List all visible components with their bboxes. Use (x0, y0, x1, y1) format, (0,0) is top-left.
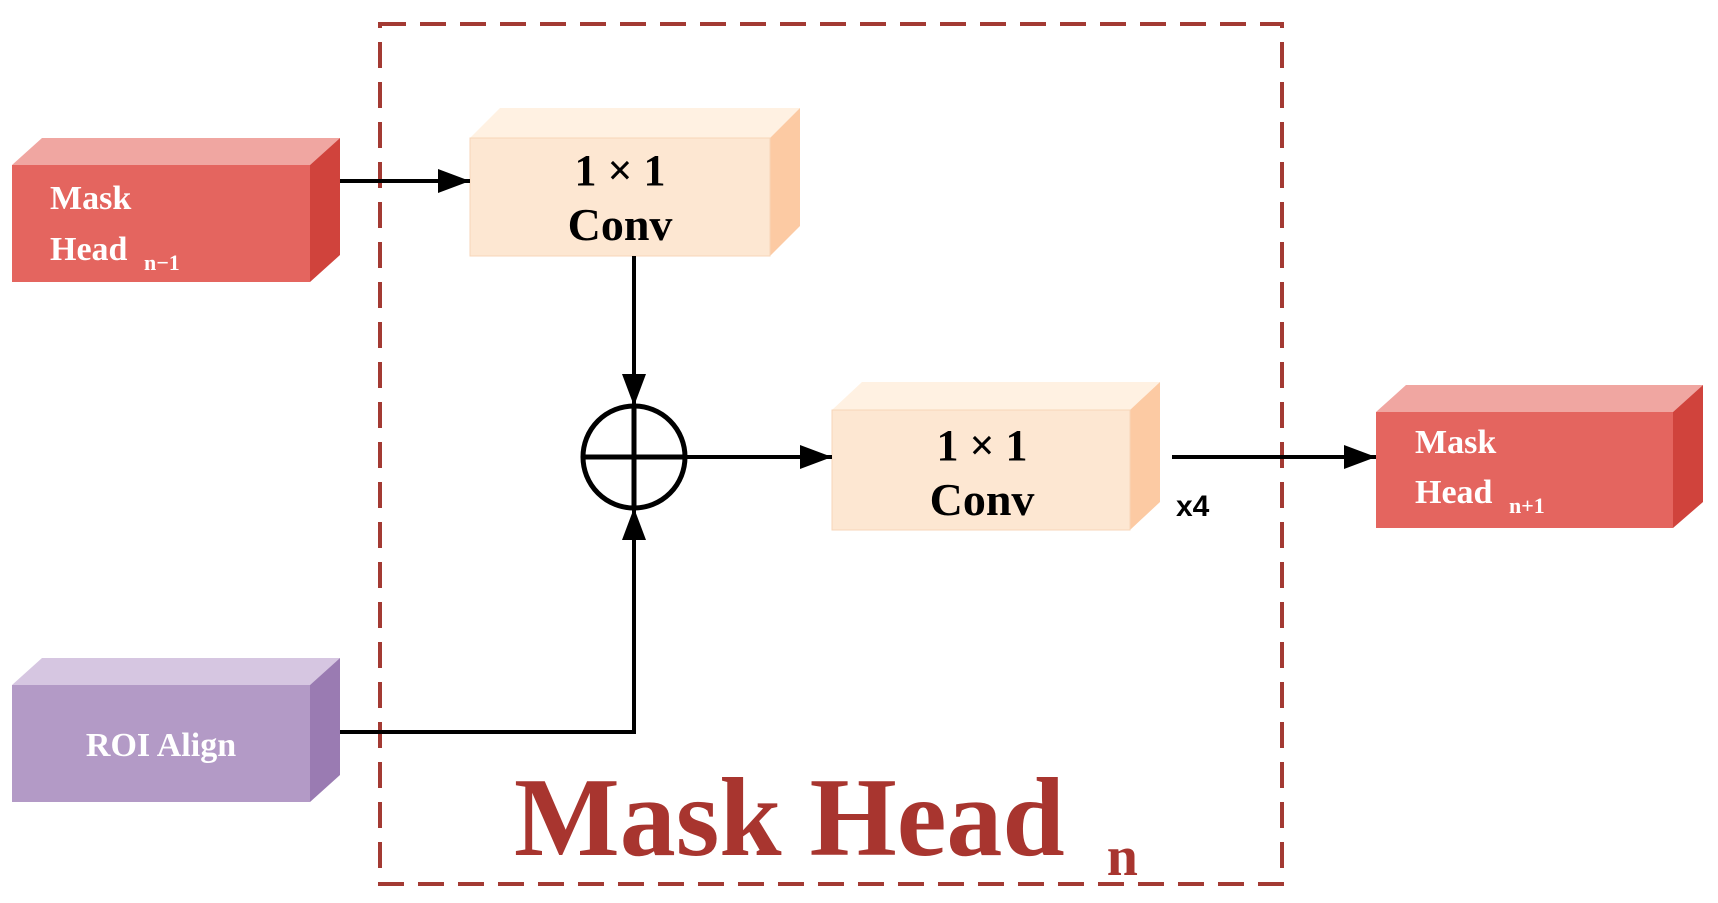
frame-title-sub: n (1107, 826, 1138, 888)
mask-head-next-top (1376, 385, 1703, 412)
conv-mid-label-1: 1 × 1 (936, 421, 1027, 470)
conv-mid-side (1130, 382, 1160, 530)
roi-align-top (12, 658, 340, 685)
conv-top-label-2: Conv (568, 199, 673, 250)
mask-head-next-label-sub: n+1 (1509, 493, 1545, 518)
mask-head-next-front (1376, 412, 1673, 528)
mask-head-frame (378, 22, 1284, 886)
mask-head-next-label-head: Head (1415, 474, 1493, 511)
mask-head-prev-label-2: Head n−1 (50, 231, 180, 275)
arrow-roi-to-sum (340, 508, 646, 734)
frame-title-main: Mask Head (514, 756, 1065, 880)
mask-head-prev-label-sub: n−1 (144, 250, 180, 275)
frame-title: Mask Head n (514, 756, 1138, 888)
conv-top-top (470, 108, 800, 138)
roi-align-front (12, 685, 310, 802)
conv-top-front (469, 137, 771, 257)
conv-mid-block: 1 × 1 Conv x4 (831, 382, 1210, 531)
conv-top-block: 1 × 1 Conv (469, 108, 800, 257)
mask-head-prev-side (310, 138, 340, 282)
mask-head-next-label-2: Head n+1 (1415, 474, 1545, 518)
conv-mid-top (832, 382, 1160, 410)
mask-head-prev-block: Mask Head n−1 (12, 138, 340, 282)
mask-head-prev-label-head: Head (50, 231, 128, 268)
roi-align-block: ROI Align (12, 658, 340, 802)
repeat-label: x4 (1176, 490, 1210, 523)
mask-head-next-label-1: Mask (1415, 424, 1496, 461)
mask-head-next-side (1673, 385, 1703, 528)
mask-head-prev-top (12, 138, 340, 165)
roi-align-label: ROI Align (86, 727, 236, 764)
conv-mid-label-2: Conv (930, 474, 1035, 525)
conv-top-label-1: 1 × 1 (574, 146, 665, 195)
roi-align-side (310, 658, 340, 802)
conv-top-side (770, 108, 800, 256)
mask-head-prev-label-1: Mask (50, 180, 131, 217)
mask-head-prev-front (12, 165, 310, 282)
mask-head-next-block: Mask Head n+1 (1376, 385, 1703, 528)
conv-mid-front (831, 409, 1131, 531)
sum-node (580, 403, 688, 511)
